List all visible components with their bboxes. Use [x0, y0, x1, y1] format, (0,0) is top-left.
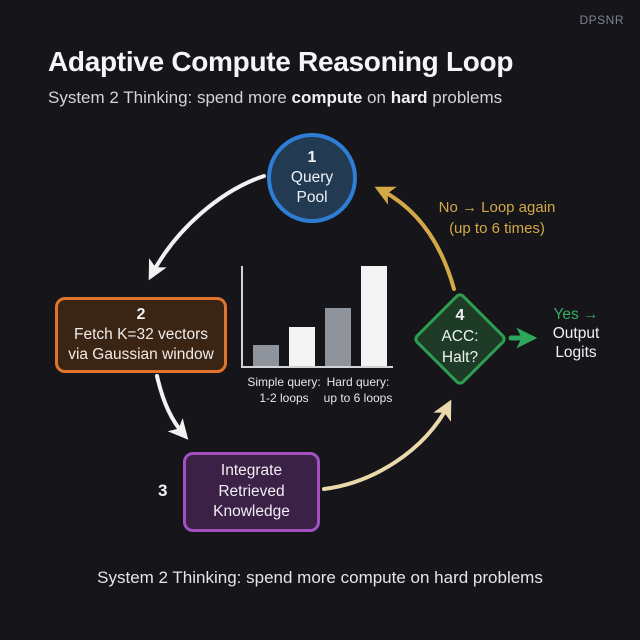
- no-branch-label: No → Loop again (up to 6 times): [407, 197, 587, 239]
- page-subtitle: System 2 Thinking: spend more compute on…: [48, 88, 503, 107]
- node-number: 4: [455, 307, 465, 324]
- node-fetch-vectors: 2 Fetch K=32 vectors via Gaussian window: [55, 297, 227, 373]
- node-label-line: Query: [290, 168, 334, 186]
- page-title: Adaptive Compute Reasoning Loop: [48, 46, 514, 77]
- yes-branch-label: Yes → Output Logits: [536, 305, 616, 362]
- node-query-pool: 1 Query Pool: [267, 133, 357, 223]
- arrow-3-to-4: [322, 399, 452, 491]
- node-label-line: Integrate: [220, 462, 283, 480]
- yes-branch-line: Logits: [555, 344, 597, 361]
- node-label-line: Fetch K=32 vectors: [74, 325, 208, 343]
- yes-branch-line: Output: [552, 325, 600, 342]
- yes-branch-line: Yes →: [553, 306, 599, 323]
- footer-tagline: System 2 Thinking: spend more compute on…: [97, 568, 543, 587]
- chart-group-label-hard: Hard query: up to 6 loops: [296, 374, 420, 406]
- chart-label-line: Simple query:: [247, 375, 321, 389]
- node-label-line: ACC:: [441, 328, 479, 345]
- chart-bars: [243, 266, 393, 366]
- node-label-line: Pool: [296, 189, 328, 206]
- arrow-1-to-2: [148, 174, 266, 281]
- chart-label-line: 1-2 loops: [259, 391, 309, 405]
- chart-group-label-simple: Simple query: 1-2 loops: [222, 374, 346, 406]
- node-label-line: via Gaussian window: [68, 346, 214, 363]
- node-number: 1: [307, 148, 317, 166]
- arrow-2-to-3: [155, 374, 189, 440]
- node-label-line: Knowledge: [213, 503, 290, 521]
- node-number: 2: [136, 305, 146, 323]
- node-integrate-knowledge: Integrate Retrieved Knowledge: [183, 452, 320, 532]
- chart-label-line: Hard query:: [326, 375, 390, 389]
- node-label-line: Halt?: [441, 349, 479, 366]
- chart-x-axis: [241, 366, 393, 368]
- chart-bar: [289, 327, 315, 366]
- watermark: DPSNR: [579, 13, 624, 27]
- chart-label-line: up to 6 loops: [323, 391, 393, 405]
- node-acc-halt-text: 4 ACC: Halt?: [410, 306, 510, 368]
- chart-bar: [253, 345, 279, 366]
- node-integrate-number: 3: [158, 481, 168, 500]
- chart-bar: [361, 266, 387, 366]
- no-branch-line: (up to 6 times): [449, 220, 545, 237]
- chart-bar: [325, 308, 351, 366]
- node-label-line: Retrieved: [218, 482, 285, 500]
- chart-y-axis: [241, 266, 243, 368]
- no-branch-line: No → Loop again: [438, 199, 556, 216]
